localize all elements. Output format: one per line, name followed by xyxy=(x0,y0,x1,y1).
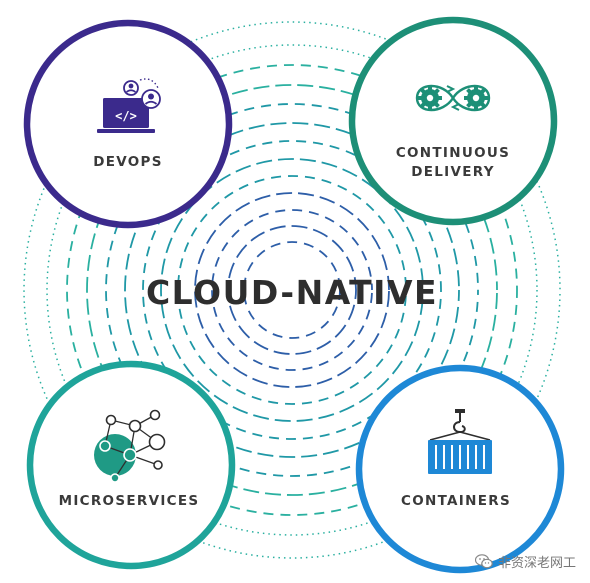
concentric-ring xyxy=(142,140,442,440)
node-microservices: MICROSERVICES xyxy=(26,360,236,570)
concentric-ring xyxy=(194,192,390,388)
continuous-delivery-circle xyxy=(348,16,558,226)
concentric-ring xyxy=(66,64,518,516)
concentric-ring xyxy=(160,158,424,422)
center-title: CLOUD-NATIVE xyxy=(146,273,438,312)
wechat-icon xyxy=(474,554,493,569)
devops-label: DEVOPS xyxy=(93,154,163,170)
concentric-ring xyxy=(227,225,357,355)
laptop-code-users-icon: </> xyxy=(97,78,161,133)
node-devops: </> DEVOPS xyxy=(23,19,233,229)
microservices-label: MICROSERVICES xyxy=(59,493,200,509)
continuous-delivery-label-line-2: DELIVERY xyxy=(411,164,495,180)
gears-infinity-loop-icon xyxy=(415,84,491,112)
concentric-ring xyxy=(46,44,538,536)
concentric-ring xyxy=(211,209,373,371)
svg-text:</>: </> xyxy=(115,109,137,123)
containers-label: CONTAINERS xyxy=(401,493,511,509)
watermark: 非资深老网工 xyxy=(474,552,576,571)
concentric-ring xyxy=(105,103,479,477)
concentric-ring xyxy=(124,122,460,458)
concentric-rings xyxy=(23,21,561,559)
concentric-ring xyxy=(86,84,498,496)
watermark-text: 非资深老网工 xyxy=(497,556,576,571)
shipping-container-crane-icon xyxy=(428,409,492,474)
concentric-ring xyxy=(243,241,341,339)
continuous-delivery-label-line-1: CONTINUOUS xyxy=(396,145,510,161)
network-nodes-icon xyxy=(94,409,166,483)
node-containers: CONTAINERS xyxy=(355,364,565,574)
concentric-ring xyxy=(177,175,407,405)
node-continuous-delivery: CONTINUOUS DELIVERY xyxy=(348,16,558,226)
